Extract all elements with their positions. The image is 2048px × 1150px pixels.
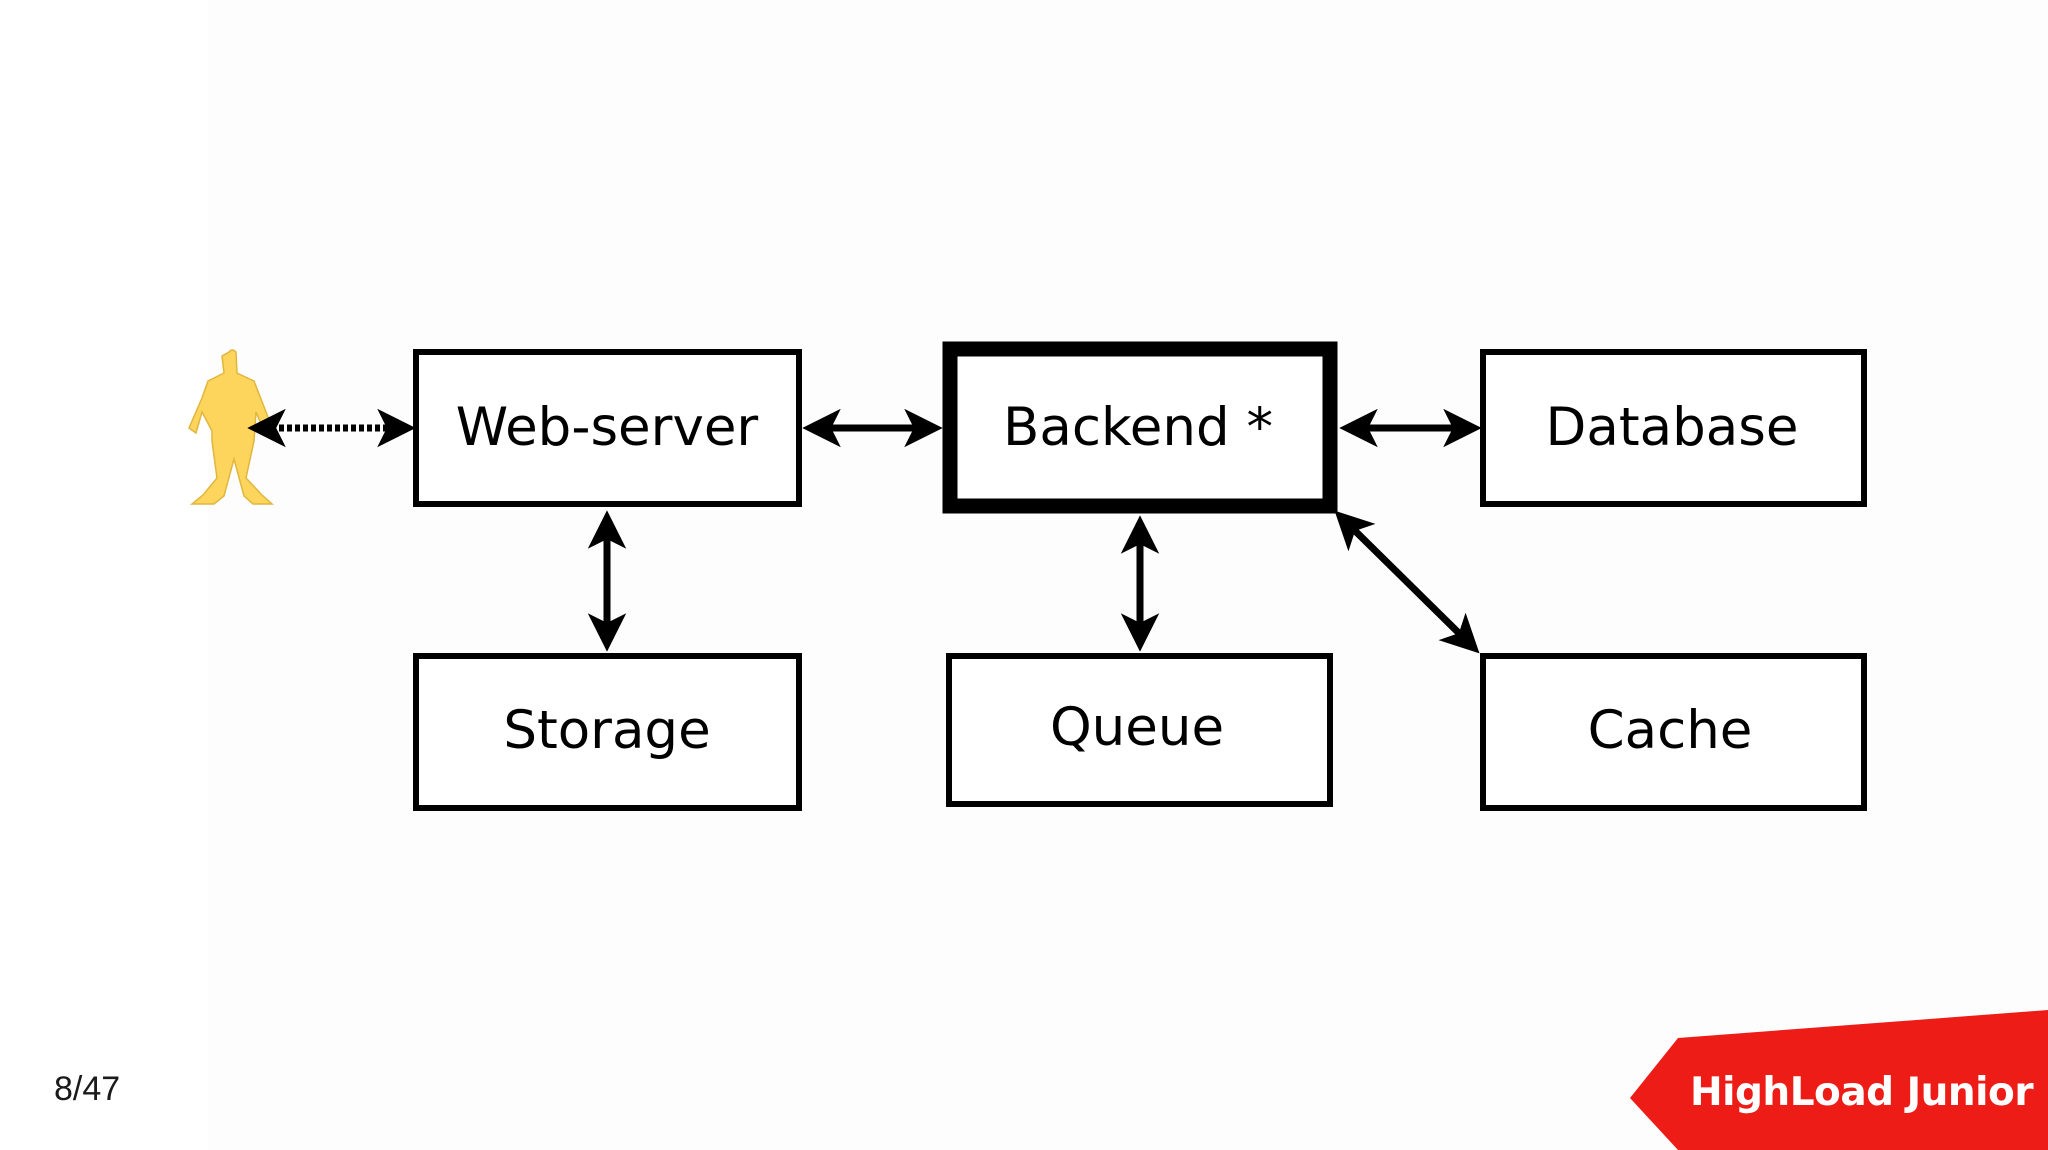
backend-cache-link bbox=[1334, 510, 1480, 654]
brand-logo-badge bbox=[1630, 1010, 2048, 1150]
storage-label: Storage bbox=[503, 700, 710, 761]
database-box: Database bbox=[1480, 349, 1867, 507]
cache-label: Cache bbox=[1588, 700, 1753, 761]
brand-logo-text: HighLoad Junior bbox=[1690, 1070, 2034, 1115]
backend-label: Backend * bbox=[1003, 397, 1273, 458]
backend-box: Backend * bbox=[942, 341, 1338, 514]
web-server-label: Web-server bbox=[456, 397, 759, 458]
queue-box: Queue bbox=[946, 653, 1333, 807]
storage-box: Storage bbox=[413, 653, 802, 811]
database-label: Database bbox=[1546, 397, 1799, 458]
web-server-box: Web-server bbox=[413, 349, 802, 507]
cache-box: Cache bbox=[1480, 653, 1867, 811]
user-figure-icon bbox=[188, 349, 274, 505]
page-number: 8/47 bbox=[54, 1070, 121, 1108]
queue-label: Queue bbox=[1050, 697, 1224, 758]
